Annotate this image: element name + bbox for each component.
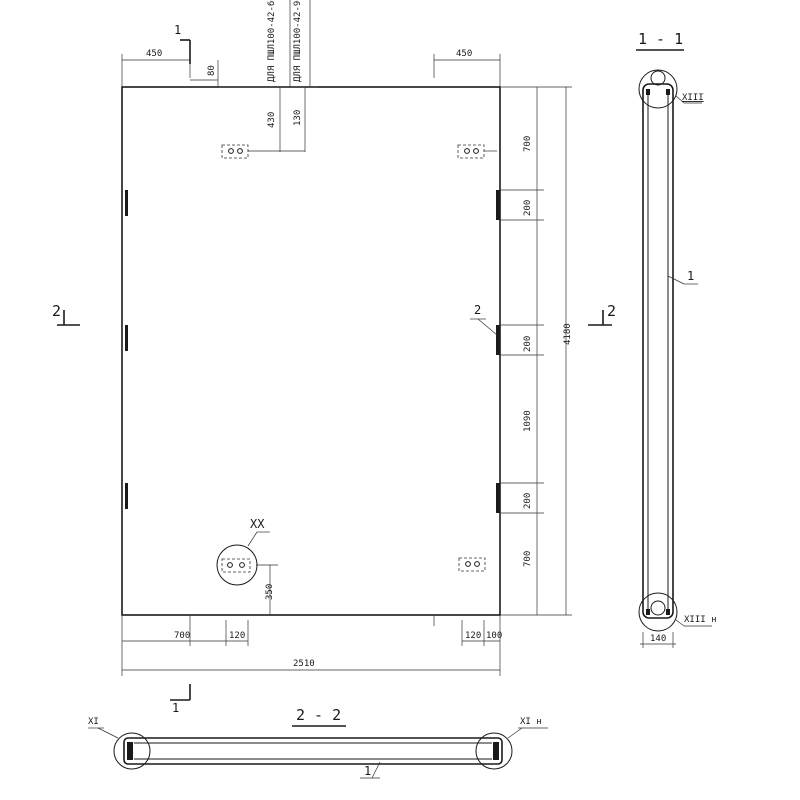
dim-total-width-2510: 2510 <box>293 659 315 669</box>
callout-1-bottom-label: 1 <box>364 764 371 778</box>
embedded-plate-top-right <box>457 144 497 159</box>
dim-80: 80 <box>207 65 217 76</box>
dim-right-1090: 1090 <box>523 410 533 432</box>
dim-350: 350 <box>265 584 275 600</box>
embedded-plate-bottom-right <box>458 557 486 572</box>
dim-right-200-a: 200 <box>523 200 533 216</box>
section-2-2-profile <box>113 732 513 770</box>
dim-bottom-120-right: 120 <box>465 631 481 641</box>
dim-bottom-100: 100 <box>486 631 502 641</box>
right-dimension-lines <box>500 86 572 616</box>
dim-130: 130 <box>293 110 303 126</box>
section-cut-1-bottom <box>170 684 191 701</box>
dim-side-140: 140 <box>650 634 666 644</box>
callout-1-side-label: 1 <box>687 269 694 283</box>
section-cut-2-left <box>57 310 80 326</box>
embedded-plate-bottom-left-node-xx <box>216 531 278 586</box>
dim-right-700-top: 700 <box>523 136 533 152</box>
note-pshl-66: ДЛЯ ПШЛ100-42-66 <box>267 0 277 82</box>
right-edge-inserts <box>496 190 500 513</box>
dim-430: 430 <box>267 112 277 128</box>
panel-outline <box>121 86 501 616</box>
section-cut-1-top-label: 1 <box>174 23 181 37</box>
callout-2-leader <box>477 318 498 336</box>
dim-right-700-bottom: 700 <box>523 551 533 567</box>
dim-bottom-120-left: 120 <box>229 631 245 641</box>
top-dimension-lines <box>121 0 501 152</box>
dim-right-200-b: 200 <box>523 336 533 352</box>
section-2-2-title: 2 - 2 <box>296 706 341 724</box>
note-pshl-96: ДЛЯ ПШЛ100-42-96 <box>293 0 303 82</box>
bottom-dimension-lines <box>121 565 501 676</box>
section-1-1-width-dim <box>640 632 676 648</box>
dim-total-height-4180: 4180 <box>563 323 573 345</box>
callout-2-label: 2 <box>474 303 481 317</box>
section-1-1-profile <box>638 69 678 632</box>
node-label-xx: XX <box>250 517 265 531</box>
node-label-xiii-h: XIII н <box>684 615 717 625</box>
section-cut-1-bottom-label: 1 <box>172 701 179 715</box>
section-cut-2-right <box>588 310 612 326</box>
section-cut-2-right-label: 2 <box>607 302 616 320</box>
node-label-xi: XI <box>88 717 99 727</box>
embedded-plate-top-left <box>221 144 305 159</box>
dim-top-left-450: 450 <box>146 49 162 59</box>
section-cut-1-top <box>180 39 191 64</box>
dim-bottom-700: 700 <box>174 631 190 641</box>
section-cut-2-left-label: 2 <box>52 302 61 320</box>
dim-right-200-c: 200 <box>523 493 533 509</box>
node-label-xi-h: XI н <box>520 717 542 727</box>
dim-top-right-450: 450 <box>456 49 472 59</box>
node-label-xiii: XIII <box>682 93 704 103</box>
section-1-1-title: 1 - 1 <box>638 30 683 48</box>
left-edge-inserts <box>125 190 128 509</box>
